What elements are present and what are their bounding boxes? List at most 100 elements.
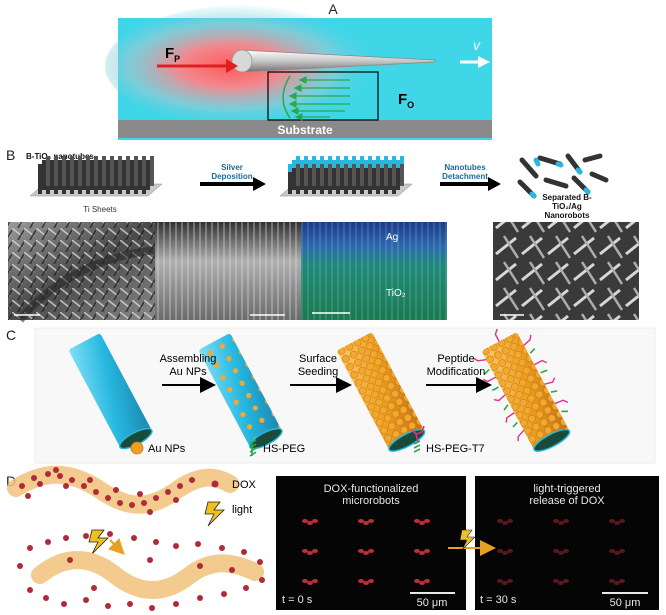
fluorescent-robot [609,519,625,525]
panel-a: A Substrate FP v FO [105,1,492,140]
hspegt7-legend-label: HS-PEG-T7 [426,443,485,455]
fluorescent-robot [497,579,513,585]
dox-dot [107,531,113,537]
dox-dot [117,500,123,506]
lightning-icon [88,529,109,555]
robot-segment [363,521,369,525]
flow-lines [288,76,350,121]
nanotube [328,156,332,186]
ti-sheet-array [29,156,163,197]
robot-segment [507,519,513,523]
dox-dot [69,477,75,483]
transition-lightning-icon [459,529,476,551]
dox-dot [177,483,183,489]
dox-dots-released [17,531,265,611]
fluorescent-robot [414,549,430,555]
robot-segment [419,551,425,555]
nanotube [106,160,110,190]
silver-tip [296,156,300,164]
robot-segment [558,551,564,555]
dox-dot [83,533,89,539]
dox-dot [25,493,31,499]
robot-segment [614,551,620,555]
robot-segment [358,579,364,583]
nanotube [352,156,356,186]
fluorescent-robot [414,579,430,585]
nanotube-array-grey [38,156,154,194]
nanotube [364,160,368,190]
robot-segment [312,579,318,583]
robot-segment [558,581,564,585]
robot-segment [497,579,503,583]
silver-tip [352,156,356,164]
dox-dot [45,539,51,545]
silver-tip [336,156,340,164]
nanotube [54,156,58,186]
silver-tip [304,156,308,164]
silver-tip [292,160,296,168]
force-arrowhead-fp [226,59,238,73]
silver-tip [308,160,312,168]
dox-dot [45,471,51,477]
nanotube [70,156,74,186]
silver-tip [300,160,304,168]
lightning-legend-icon [204,501,225,527]
robot-segment [553,579,559,583]
dox-dot [19,483,25,489]
nanotube [66,160,70,190]
hspeg-legend-icon [249,439,257,457]
silver-tip [324,160,328,168]
dox-dot [63,535,69,541]
nanotube [146,160,150,190]
fluorescent-robot [358,549,374,555]
fluorescent-robot [358,519,374,525]
dox-dot [93,489,99,495]
robot-segment [368,519,374,523]
dox-dot [17,563,23,569]
dox-dot [243,585,249,591]
dox-dot [257,559,263,565]
dox-dot [195,541,201,547]
robot-segment [368,579,374,583]
silver-tip [288,164,292,172]
dox-dot [131,535,137,541]
fluorescent-robot [553,549,569,555]
time-label-t30: t = 30 s [480,594,517,606]
nanotube-array-blue-tips [288,156,404,194]
silver-tip [340,160,344,168]
fluorescent-robot [302,549,318,555]
sem-image-eds: Ag TiO₂ [301,222,447,320]
fluorescent-robot [497,549,513,555]
nanotube [82,160,86,190]
nanotube [138,160,142,190]
fluorescent-robot [302,579,318,585]
panel-c: C [6,327,656,464]
nanotube [78,156,82,186]
robot-segment [307,581,313,585]
nanotube [288,164,292,194]
dox-dot [81,483,87,489]
nanotube [42,160,46,190]
nanotube [300,160,304,190]
robot-segment [619,549,625,553]
silver-tip [328,156,332,164]
fo-label: FO [398,91,414,110]
nanotube [392,156,396,186]
dox-dot [43,595,49,601]
silver-tip [384,156,388,164]
fluorescent-robot [553,579,569,585]
sem-image-robots [493,222,639,320]
dox-dot [63,483,69,489]
dox-dot [219,545,225,551]
panel-c-letter: C [6,327,16,343]
dox-dot [57,473,63,479]
nanotube [98,160,102,190]
fluorescent-robot [358,579,374,585]
